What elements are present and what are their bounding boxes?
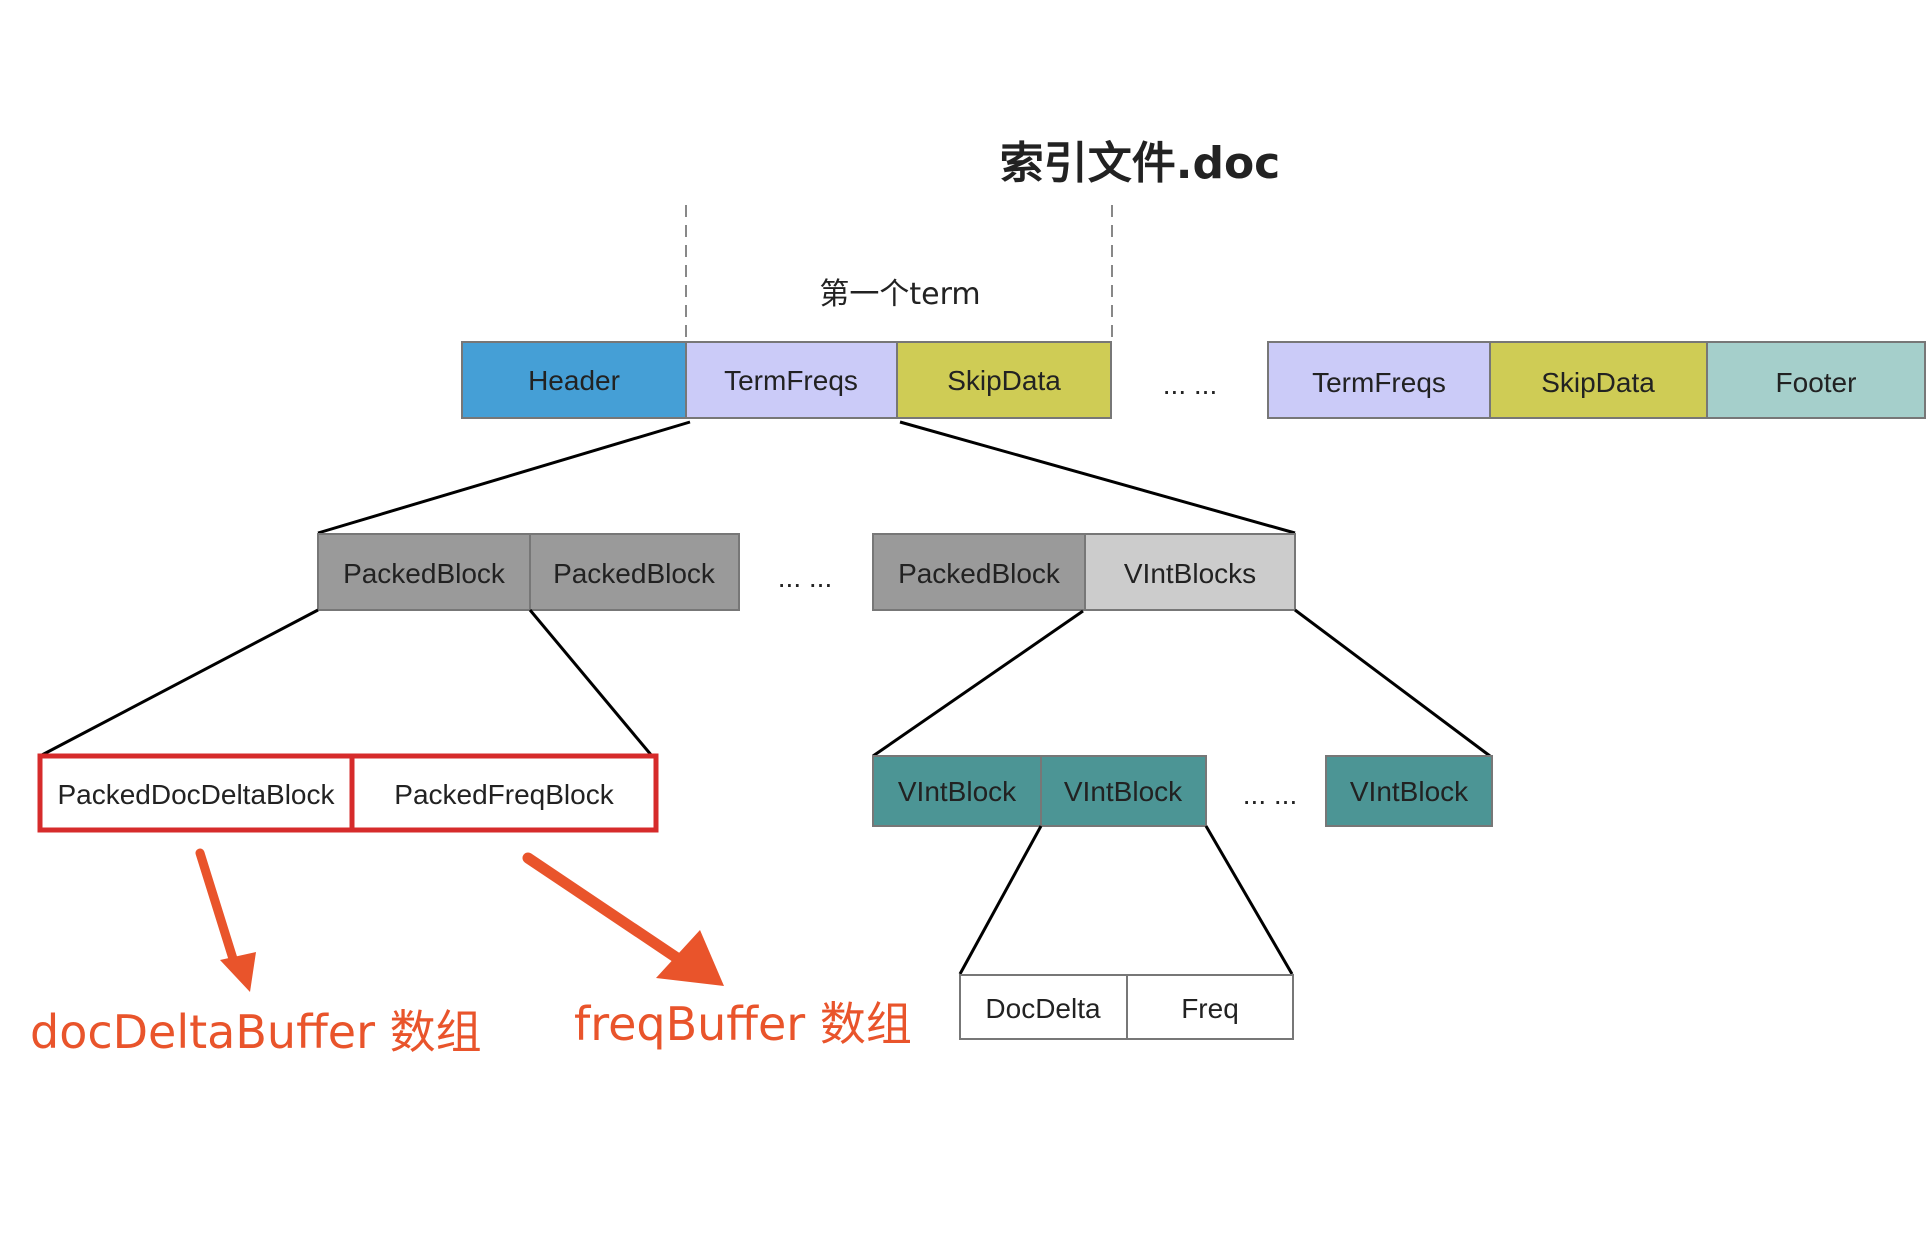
vintblock-box-1 — [872, 755, 1042, 827]
first-term-label: 第一个term — [819, 277, 980, 312]
packedblock-label-1: PackedBlock — [343, 558, 506, 589]
packed-freq-box — [349, 753, 659, 833]
footer-box — [1706, 341, 1926, 419]
vintblock-label-3: VIntBlock — [1350, 776, 1469, 807]
arrow-to-freq-buffer — [522, 852, 724, 986]
packed-freq-label: PackedFreqBlock — [394, 779, 614, 810]
vintblocks-box — [1084, 533, 1296, 611]
packedblock-box-3 — [872, 533, 1086, 611]
connector-termfreqs-to-packedblocks — [317, 420, 691, 535]
row2-packedblock-cell-1: PackedBlock — [317, 533, 531, 611]
termfreqs-label-1: TermFreqs — [724, 365, 858, 396]
skipdata-label-1: SkipData — [947, 365, 1061, 396]
packedblock-box-2 — [529, 533, 740, 611]
packedblock-box-1 — [317, 533, 531, 611]
packedblock-label-2: PackedBlock — [553, 558, 716, 589]
packed-doc-delta-box — [37, 753, 355, 833]
diagram-title: 索引文件.doc — [1000, 138, 1281, 189]
row3-ellipsis: ... ... — [1243, 779, 1297, 810]
packedblock-label-3: PackedBlock — [898, 558, 1061, 589]
freq-label: Freq — [1181, 993, 1239, 1024]
connector-packedblock-left — [39, 608, 319, 758]
connector-vintblocks-right — [1294, 608, 1491, 758]
vintblock-label-1: VIntBlock — [898, 776, 1017, 807]
vintblock-box-2 — [1040, 755, 1207, 827]
termfreqs-box-2 — [1267, 341, 1491, 419]
header-box — [461, 341, 687, 419]
row3-vintblock-cell-3: VIntBlock — [1325, 755, 1493, 827]
connector-vintblock-left — [958, 825, 1043, 975]
row2-ellipsis: ... ... — [778, 562, 832, 593]
row1-ellipsis: ... ... — [1163, 369, 1217, 400]
row1-skipdata-cell-2: SkipData — [1489, 341, 1708, 419]
connector-skipdata-to-vintblocks — [899, 420, 1296, 535]
header-label: Header — [528, 365, 620, 396]
vintblock-label-2: VIntBlock — [1064, 776, 1183, 807]
row4-docdelta-cell: DocDelta — [959, 974, 1128, 1040]
row3-packed-freq-cell: PackedFreqBlock — [349, 753, 659, 833]
freq-buffer-label: freqBuffer 数组 — [574, 997, 912, 1051]
row2-vintblocks-cell: VIntBlocks — [1084, 533, 1296, 611]
row1-termfreqs-cell-2: TermFreqs — [1267, 341, 1491, 419]
skipdata-label-2: SkipData — [1541, 367, 1655, 398]
row1-termfreqs-cell-1: TermFreqs — [685, 341, 898, 419]
docdelta-box — [959, 974, 1128, 1040]
row1-header-cell: Header — [461, 341, 687, 419]
doc-delta-buffer-label: docDeltaBuffer 数组 — [30, 1005, 482, 1059]
footer-label: Footer — [1776, 367, 1857, 398]
arrow-to-doc-delta-buffer — [195, 848, 256, 992]
freq-box — [1126, 974, 1294, 1040]
connector-vintblock-right — [1204, 825, 1294, 975]
skipdata-box-1 — [896, 341, 1112, 419]
connector-packedblock-right — [528, 609, 654, 757]
row1-footer-cell: Footer — [1706, 341, 1926, 419]
row3-vintblock-cell-1: VIntBlock — [872, 755, 1042, 827]
row4-freq-cell: Freq — [1126, 974, 1294, 1040]
termfreqs-box-1 — [685, 341, 898, 419]
row2-packedblock-cell-2: PackedBlock — [529, 533, 740, 611]
docdelta-label: DocDelta — [985, 993, 1101, 1024]
vintblocks-label: VIntBlocks — [1124, 558, 1256, 589]
row3-packed-doc-delta-cell: PackedDocDeltaBlock — [37, 753, 355, 833]
row3-vintblock-cell-2: VIntBlock — [1040, 755, 1207, 827]
row1-skipdata-cell-1: SkipData — [896, 341, 1112, 419]
packed-doc-delta-label: PackedDocDeltaBlock — [57, 779, 335, 810]
row2-packedblock-cell-3: PackedBlock — [872, 533, 1086, 611]
termfreqs-label-2: TermFreqs — [1312, 367, 1446, 398]
skipdata-box-2 — [1489, 341, 1708, 419]
connector-vintblocks-left — [872, 609, 1084, 758]
vintblock-box-3 — [1325, 755, 1493, 827]
